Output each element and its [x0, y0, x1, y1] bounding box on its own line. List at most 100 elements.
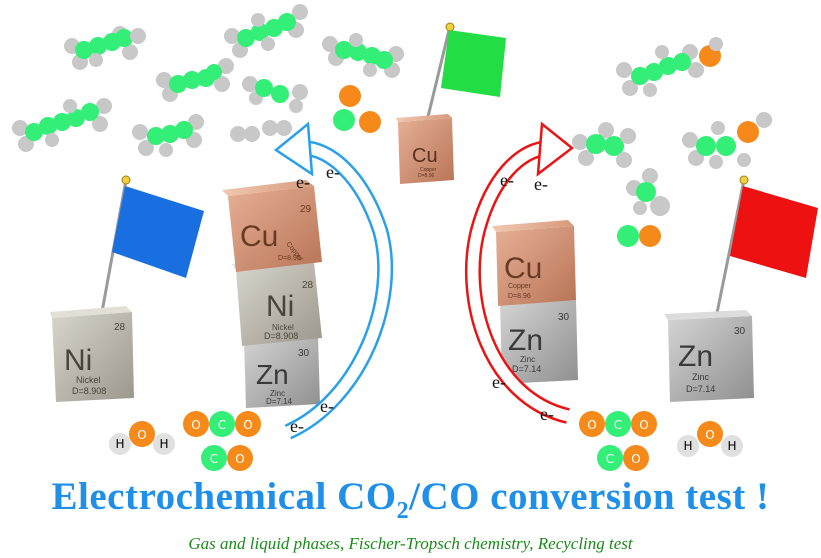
cu-ni-zn-stack: 30 Zn Zinc D=7.14 28 Ni Nickel D=8.908 2… [222, 180, 322, 408]
electron-label: e- [540, 404, 554, 424]
svg-text:C: C [614, 418, 622, 432]
zn-symbol: Zn [256, 359, 289, 390]
svg-text:H: H [683, 439, 692, 453]
hydrocarbon-chain [322, 33, 404, 78]
ni-density: D=8.908 [72, 386, 106, 396]
title-part2: /CO conversion test ! [409, 475, 770, 518]
hydrocarbon-chain [156, 58, 234, 102]
water-molecule: H O H [677, 421, 743, 457]
svg-text:H: H [727, 439, 736, 453]
cu-cube-stack-right: Cu Copper D=8.96 [492, 220, 576, 306]
svg-text:O: O [243, 418, 252, 432]
alcohol-chain [616, 37, 723, 97]
hydrocarbon-chain [12, 98, 112, 152]
svg-text:C: C [210, 452, 218, 466]
cu-density: D=8.96 [418, 173, 434, 179]
co2-molecule: O C O [579, 411, 657, 437]
ni-stack-density: D=8.908 [264, 331, 298, 341]
svg-text:O: O [191, 418, 200, 432]
zn-single-number: 30 [734, 326, 746, 337]
electron-label: e- [326, 162, 340, 182]
hydrocarbon-chain [64, 26, 146, 70]
arrow-head-icon [536, 121, 575, 177]
svg-text:O: O [705, 428, 714, 442]
hydrocarbon-chain [132, 114, 204, 157]
svg-text:O: O [631, 452, 640, 466]
zn-number: 30 [298, 348, 310, 359]
co-molecule [617, 225, 661, 247]
cu-right-name: Copper [508, 283, 532, 290]
zn-right-symbol: Zn [508, 324, 543, 357]
red-electron-arrow [464, 121, 575, 424]
ni-symbol: Ni [64, 344, 92, 377]
arrow-head-icon [273, 121, 314, 177]
hydrogen-molecule [230, 126, 260, 142]
svg-text:H: H [159, 437, 168, 451]
cu-cube-small: Cu Copper D=8.96 [396, 114, 454, 184]
hydrocarbon-chain [242, 76, 308, 113]
zn-single-name: Zinc [692, 372, 710, 382]
red-flag-icon [730, 186, 818, 278]
zn-density: D=7.14 [266, 397, 293, 406]
electron-label: e- [296, 172, 310, 192]
cu-symbol: Cu [412, 145, 438, 167]
cu-stack-number: 29 [300, 204, 312, 215]
blue-flag-icon [112, 186, 204, 278]
top-cu-flag-group: Cu Copper D=8.96 [396, 22, 506, 184]
alcohol-molecule [572, 122, 636, 168]
title-subscript: 2 [396, 498, 410, 524]
alcohol-molecule [682, 112, 772, 169]
ni-stack-symbol: Ni [266, 290, 294, 323]
hydrocarbon-chain [224, 4, 308, 58]
zn-single-symbol: Zn [678, 340, 713, 373]
ni-number: 28 [114, 322, 126, 333]
svg-text:O: O [639, 418, 648, 432]
electron-label: e- [500, 170, 514, 190]
hydrogen-molecule [262, 120, 292, 136]
electron-labels: e- e- e- e- e- e- e- e- [290, 162, 554, 436]
electron-label: e- [492, 372, 506, 392]
zn-cube-stack-right: 30 Zn Zinc D=7.14 [500, 300, 578, 384]
methanol-molecule [626, 168, 670, 216]
zn-single-density: D=7.14 [686, 384, 715, 394]
zn-right-name: Zinc [520, 355, 535, 364]
svg-text:O: O [137, 428, 146, 442]
co2-molecule [333, 85, 381, 133]
hydrocarbon-molecules-left [12, 4, 404, 157]
ni-cube-single: 28 Ni Nickel D=8.908 [50, 306, 134, 402]
cu-right-density: D=8.96 [508, 293, 531, 300]
co2-molecule: O C O [183, 411, 261, 437]
svg-text:C: C [606, 452, 614, 466]
cu-cube-stack: 29 Cu Copper D=8.96 [222, 180, 322, 272]
zn-name: Zinc [270, 389, 285, 398]
cu-zn-stack: 30 Zn Zinc D=7.14 Cu Copper D=8.96 [492, 220, 578, 384]
svg-text:O: O [235, 452, 244, 466]
water-molecule: H O H [109, 421, 175, 455]
zn-cube-single: 30 Zn Zinc D=7.14 [664, 310, 754, 402]
zn-right-density: D=7.14 [512, 364, 541, 374]
cu-right-symbol: Cu [504, 252, 542, 285]
cu-name: Copper [420, 167, 437, 173]
ni-stack-number: 28 [302, 280, 314, 291]
co-molecule: C O [201, 445, 253, 471]
electron-label: e- [320, 396, 334, 416]
title-part1: Electrochemical CO [51, 475, 397, 518]
electron-label: e- [534, 174, 548, 194]
zn-right-number: 30 [558, 312, 570, 323]
ni-name: Nickel [76, 375, 101, 385]
zn-cube-stack: 30 Zn Zinc D=7.14 [244, 336, 320, 408]
subtitle: Gas and liquid phases, Fischer-Tropsch c… [188, 534, 633, 553]
main-title: Electrochemical CO2/CO conversion test ! [0, 474, 821, 525]
svg-text:C: C [218, 418, 226, 432]
reactants-right: O C O C O H O H [579, 411, 743, 471]
co-molecule: C O [597, 445, 649, 471]
cu-stack-symbol: Cu [240, 220, 278, 253]
oxygenate-molecules-right [572, 37, 772, 247]
cu-stack-density: D=8.96 [278, 255, 301, 262]
blue-electron-arrow [273, 121, 394, 440]
green-flag-icon [441, 30, 506, 97]
electron-label: e- [290, 416, 304, 436]
svg-text:H: H [115, 437, 124, 451]
ni-stack-name: Nickel [272, 323, 294, 332]
